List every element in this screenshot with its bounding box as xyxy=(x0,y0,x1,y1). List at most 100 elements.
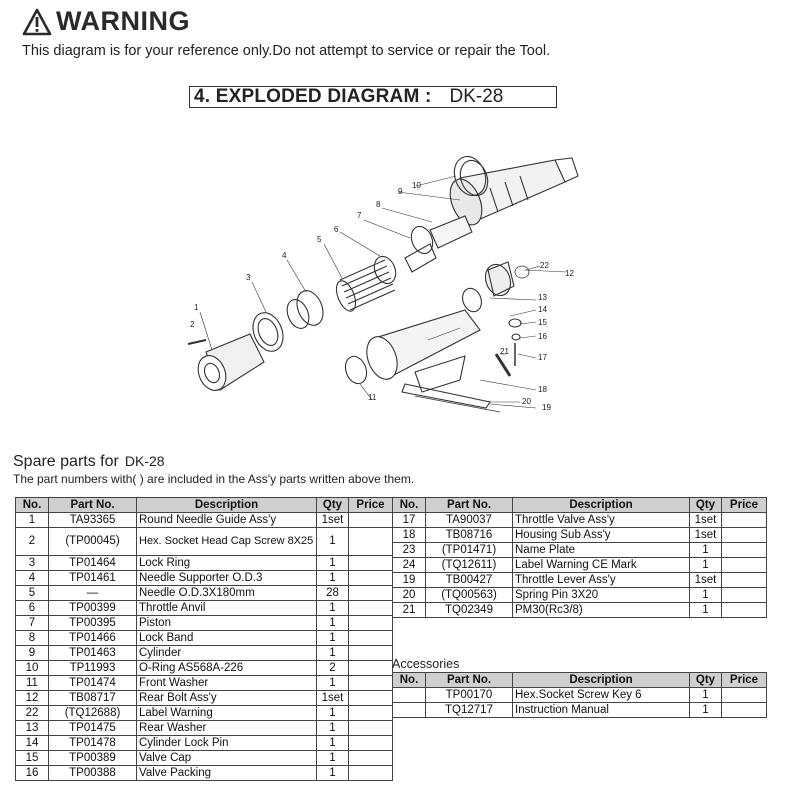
cell-price xyxy=(348,750,393,766)
piston-drawing xyxy=(404,215,473,273)
cell-description: Front Washer xyxy=(136,675,317,691)
cell-part-no: TP01461 xyxy=(48,570,137,586)
description-text: Hex. Socket Head Cap Screw 8X25 xyxy=(139,535,314,547)
cell-part-no: TP01464 xyxy=(48,555,137,571)
cell-part-no: TP01463 xyxy=(48,645,137,661)
diagram-heading-text: 4. EXPLODED DIAGRAM : xyxy=(194,86,432,107)
callout-21: 21 xyxy=(500,347,509,356)
needle-guide-drawing xyxy=(187,333,265,391)
cell-price xyxy=(348,630,393,646)
cell-price xyxy=(348,705,393,721)
cell-price xyxy=(721,527,767,543)
callout-19: 19 xyxy=(542,403,551,412)
callout-17: 17 xyxy=(538,353,547,362)
callout-4: 4 xyxy=(282,251,287,260)
cell-description: Throttle Anvil xyxy=(136,600,317,616)
cell-price xyxy=(721,542,767,558)
cell-no: 8 xyxy=(15,630,49,646)
cell-price xyxy=(348,555,393,571)
cell-part-no: TP00388 xyxy=(48,765,137,781)
cell-qty: 1set xyxy=(316,512,349,528)
cell-price xyxy=(721,572,767,588)
cell-part-no: (TQ12688) xyxy=(48,705,137,721)
cell-no: 20 xyxy=(392,587,426,603)
cell-no: 22 xyxy=(15,705,49,721)
cell-qty: 1 xyxy=(316,527,349,556)
cell-part-no: (TQ12611) xyxy=(425,557,513,573)
callout-20: 20 xyxy=(522,397,531,406)
exploded-diagram-heading: 4. EXPLODED DIAGRAM : DK-28 xyxy=(189,86,557,108)
cell-no xyxy=(392,687,426,703)
header-no: No. xyxy=(15,497,49,513)
rear-bolt-drawing xyxy=(462,261,530,313)
cell-description: Rear Washer xyxy=(136,720,317,736)
header-no: No. xyxy=(392,672,426,688)
needle-bundle-drawing xyxy=(335,259,396,312)
cell-no: 7 xyxy=(15,615,49,631)
cell-part-no: TB08716 xyxy=(425,527,513,543)
cell-part-no: TP00399 xyxy=(48,600,137,616)
cell-qty: 1 xyxy=(316,600,349,616)
cell-part-no: TP00395 xyxy=(48,615,137,631)
header-price: Price xyxy=(721,672,767,688)
cell-qty: 1 xyxy=(689,557,722,573)
parts-table-header: No. Part No. Description Qty Price xyxy=(15,497,393,513)
cell-description: Label Warning xyxy=(136,705,317,721)
cell-price xyxy=(721,687,767,703)
callout-11: 11 xyxy=(368,393,377,402)
cell-part-no: TP01478 xyxy=(48,735,137,751)
cell-no: 9 xyxy=(15,645,49,661)
cell-qty: 1set xyxy=(689,512,722,528)
cell-qty: 1set xyxy=(689,572,722,588)
cell-no: 24 xyxy=(392,557,426,573)
diagram-model: DK-28 xyxy=(449,86,504,107)
callout-18: 18 xyxy=(538,385,547,394)
cell-part-no: TB08717 xyxy=(48,690,137,706)
cell-description: Valve Packing xyxy=(136,765,317,781)
header-description: Description xyxy=(512,672,690,688)
warning-title: WARNING xyxy=(56,6,190,36)
cell-qty: 1 xyxy=(316,555,349,571)
cell-qty: 1 xyxy=(689,587,722,603)
exploded-diagram: 1 2 3 4 5 6 7 8 9 10 11 12 13 14 15 16 1… xyxy=(187,155,579,413)
header-price: Price xyxy=(348,497,393,513)
cell-part-no: TA90037 xyxy=(425,512,513,528)
spare-parts-note: The part numbers with( ) are included in… xyxy=(13,472,415,486)
cell-qty: 1 xyxy=(689,542,722,558)
cell-no: 11 xyxy=(15,675,49,691)
warning-header: WARNING xyxy=(22,6,190,37)
callout-2: 2 xyxy=(190,320,195,329)
spare-parts-model: DK-28 xyxy=(124,453,165,469)
cell-description: Needle O.D.3X180mm xyxy=(136,585,317,601)
cell-description: Piston xyxy=(136,615,317,631)
table-row: 2(TP00045)Hex. Socket Head Cap Screw 8X2… xyxy=(15,527,393,556)
parts-table-header: No. Part No. Description Qty Price xyxy=(392,497,767,513)
cell-price xyxy=(348,615,393,631)
header-description: Description xyxy=(512,497,690,513)
callout-8: 8 xyxy=(376,200,381,209)
o-ring-drawing xyxy=(453,155,489,197)
cell-description: Spring Pin 3X20 xyxy=(512,587,690,603)
callout-13: 13 xyxy=(538,293,547,302)
cell-description: Hex.Socket Screw Key 6 xyxy=(512,687,690,703)
cell-description: Round Needle Guide Ass'y xyxy=(136,512,317,528)
cell-price xyxy=(348,645,393,661)
cell-price xyxy=(348,512,393,528)
cell-part-no: TP00170 xyxy=(425,687,513,703)
cell-qty: 1 xyxy=(316,630,349,646)
cell-no: 2 xyxy=(15,527,49,556)
